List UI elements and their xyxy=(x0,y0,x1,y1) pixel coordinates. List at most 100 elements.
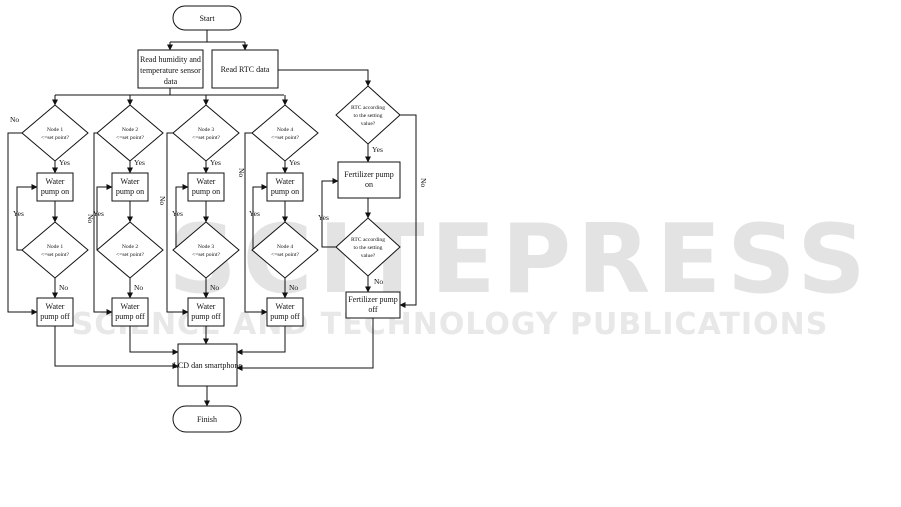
node-1-water-pump-on-line-2: pump on xyxy=(41,187,69,196)
node-1-check-on-line-1: Node 1 xyxy=(47,127,64,133)
arrow-yes-loop-2 xyxy=(96,184,113,250)
node-3-check-off-line-2: <=set point? xyxy=(192,252,220,258)
connectors-top xyxy=(54,30,374,407)
node-2-check-on-line-1: Node 2 xyxy=(122,127,139,133)
finish-terminal: Finish xyxy=(172,405,242,433)
label-yes-node-4: Yes xyxy=(289,158,300,167)
node-1-water-pump-on-shape xyxy=(36,172,74,202)
rtc-check-on-shape xyxy=(335,85,401,145)
read-rtc-label: Read RTC data xyxy=(221,65,270,74)
node-3-water-pump-on-shape xyxy=(187,172,225,202)
label-yes-node-2: Yes xyxy=(134,158,145,167)
node-1-check-on: Node 1 <=set point? xyxy=(21,104,89,162)
node-3-water-pump-off-shape xyxy=(187,297,225,327)
node-1-check-on-line-2: <=set point? xyxy=(41,135,69,141)
node-2-water-pump-off-line-2: pump off xyxy=(115,312,145,321)
label-no-bypass-node-2: No xyxy=(86,214,95,223)
node-2-water-pump-off-line-1: Water xyxy=(121,302,140,311)
node-1-check-off-line-2: <=set point? xyxy=(41,252,69,258)
label-no-node-4: No xyxy=(289,283,298,292)
node-2-check-on-line-2: <=set point? xyxy=(116,135,144,141)
node-3-check-on-line-1: Node 3 xyxy=(198,127,215,133)
node-2-water-pump-on-line-1: Water xyxy=(121,177,140,186)
label-yes-rtc-on: Yes xyxy=(372,145,383,154)
node-1-water-pump-on-line-1: Water xyxy=(46,177,65,186)
node-4-water-pump-off-shape xyxy=(266,297,304,327)
finish-label: Finish xyxy=(197,415,217,424)
read-rtc-box: Read RTC data xyxy=(211,49,279,89)
label-yes-loop-node-3: Yes xyxy=(172,209,183,218)
fertilizer-pump-on-shape xyxy=(337,161,401,199)
node-1-check-on-shape xyxy=(21,104,89,162)
fertilizer-pump-off-line-1: Fertilizer pump xyxy=(348,295,398,304)
node-1-check-off-shape xyxy=(21,221,89,279)
label-yes-rtc-loop: Yes xyxy=(318,213,329,222)
fertilizer-pump-off-line-2: off xyxy=(368,305,378,314)
node-4-check-on-shape xyxy=(251,104,319,162)
read-sensor-box: Read humidity and temperature sensor dat… xyxy=(137,49,204,89)
node-3-water-pump-on-line-1: Water xyxy=(197,177,216,186)
node-2-check-off-line-1: Node 2 xyxy=(122,244,139,250)
node-4-water-pump-on-line-2: pump on xyxy=(271,187,299,196)
node-4-water-pump-off-line-2: pump off xyxy=(270,312,300,321)
node-1-check-off-line-1: Node 1 xyxy=(47,244,64,250)
node-3-water-pump-off-line-2: pump off xyxy=(191,312,221,321)
node-4-check-on-line-2: <=set point? xyxy=(271,135,299,141)
label-yes-loop-node-1: Yes xyxy=(13,209,24,218)
fertilizer-pump-off-shape xyxy=(345,291,401,319)
node-4-water-pump-on-line-1: Water xyxy=(276,177,295,186)
arrow-no-bypass-3 xyxy=(166,132,189,315)
label-no-bypass-node-3: No xyxy=(158,196,167,205)
label-yes-loop-node-2: Yes xyxy=(93,209,104,218)
output-box: LCD dan smartphone xyxy=(173,343,242,387)
node-1-water-pump-off-line-1: Water xyxy=(46,302,65,311)
read-sensor-line-1: Read humidity and xyxy=(140,55,201,64)
label-no-node-2: No xyxy=(134,283,143,292)
output-label: LCD dan smartphone xyxy=(173,361,242,370)
node-3-check-off: Node 3<=set point? xyxy=(172,221,240,279)
label-yes-node-1: Yes xyxy=(59,158,70,167)
node-3-check-off-shape xyxy=(172,221,240,279)
node-2-check-off-line-2: <=set point? xyxy=(116,252,144,258)
rtc-check-off-line-3: value? xyxy=(361,253,376,259)
label-no-rtc-off: No xyxy=(374,277,383,286)
arrow-rtc-no-bypass xyxy=(399,114,417,308)
start-label: Start xyxy=(199,14,215,23)
read-sensor-line-3: data xyxy=(164,77,178,86)
label-no-bypass-node-1: No xyxy=(10,115,19,124)
label-no-node-1: No xyxy=(59,283,68,292)
fertilizer-pump-on-line-2: on xyxy=(365,180,373,189)
arrow-no-bypass-2 xyxy=(93,132,113,315)
node-1-check-off: Node 1 <=set point? xyxy=(21,221,89,279)
node-4-check-off: Node 4<=set point? xyxy=(251,221,319,279)
node-2-check-on-shape xyxy=(96,104,164,162)
node-2-check-off-shape xyxy=(96,221,164,279)
arrow-yes-loop-1 xyxy=(16,184,38,251)
node-4-water-pump-off-line-1: Water xyxy=(276,302,295,311)
node-4-check-on: Node 4<=set point? xyxy=(251,104,319,162)
rtc-check-on-line-1: RTC according xyxy=(351,105,385,111)
rtc-check-off-line-1: RTC according xyxy=(351,237,385,243)
rtc-check-off-shape xyxy=(335,217,401,277)
node-3-water-pump-off-line-1: Water xyxy=(197,302,216,311)
label-no-bypass-node-4: No xyxy=(237,168,246,177)
label-yes-loop-node-4: Yes xyxy=(249,209,260,218)
label-yes-node-3: Yes xyxy=(210,158,221,167)
rtc-check-on-line-3: value? xyxy=(361,121,376,127)
node-4-check-off-line-1: Node 4 xyxy=(277,244,294,250)
node-1-water-pump-off-line-2: pump off xyxy=(40,312,70,321)
node-2-water-pump-off-shape xyxy=(111,297,149,327)
node-2-water-pump-on-shape xyxy=(111,172,149,202)
